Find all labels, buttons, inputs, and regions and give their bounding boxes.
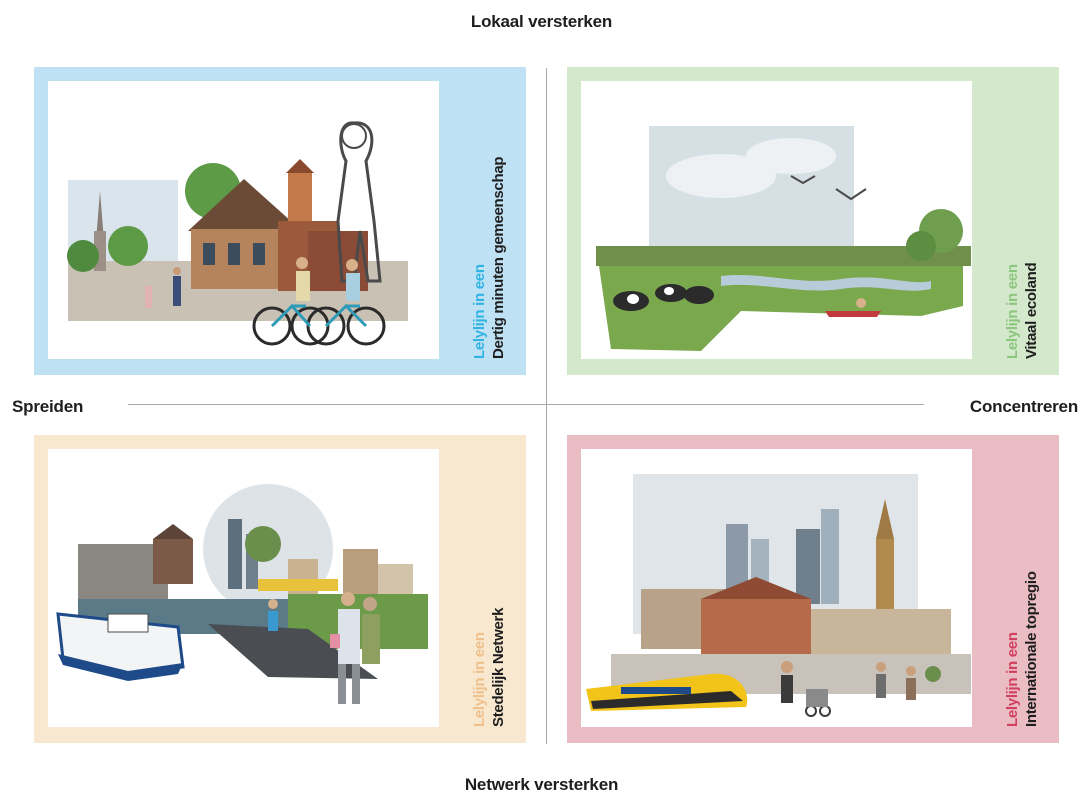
collage-image-village	[48, 81, 439, 359]
axis-label-bottom: Netwerk versterken	[464, 775, 619, 794]
quadrant-label-title: Stedelijk Netwerk	[490, 607, 507, 727]
quadrant-bottom-left: Lelylijn in een Stedelijk Netwerk	[34, 435, 526, 743]
collage-image-ecoland	[581, 81, 972, 359]
collage-image-city-network	[48, 449, 439, 727]
quadrant-top-right: Lelylijn in een Vitaal ecoland	[567, 67, 1059, 375]
quadrant-label: Lelylijn in een Stedelijk Netwerk	[444, 435, 526, 743]
quadrant-label: Lelylijn in een Vitaal ecoland	[977, 67, 1059, 375]
axis-label-top: Lokaal versterken	[470, 12, 613, 31]
quadrant-label: Lelylijn in een Dertig minuten gemeensch…	[444, 67, 526, 375]
collage-image-metro-region	[581, 449, 972, 727]
quadrant-label-prefix: Lelylijn in een	[471, 632, 488, 727]
quadrant-label-prefix: Lelylijn in een	[1004, 264, 1021, 359]
vertical-axis-line	[546, 68, 547, 744]
axis-label-right: Concentreren	[969, 397, 1078, 416]
quadrant-label-title: Vitaal ecoland	[1023, 262, 1040, 359]
quadrant-label: Lelylijn in een Internationale topregio	[977, 435, 1059, 743]
quadrant-bottom-right: Lelylijn in een Internationale topregio	[567, 435, 1059, 743]
horizontal-axis-line	[128, 404, 924, 405]
quadrant-label-prefix: Lelylijn in een	[471, 264, 488, 359]
quadrant-label-title: Internationale topregio	[1023, 571, 1040, 727]
quadrant-top-left: Lelylijn in een Dertig minuten gemeensch…	[34, 67, 526, 375]
axis-label-left: Spreiden	[12, 397, 84, 416]
quadrant-label-title: Dertig minuten gemeenschap	[490, 156, 507, 359]
quadrant-label-prefix: Lelylijn in een	[1004, 632, 1021, 727]
